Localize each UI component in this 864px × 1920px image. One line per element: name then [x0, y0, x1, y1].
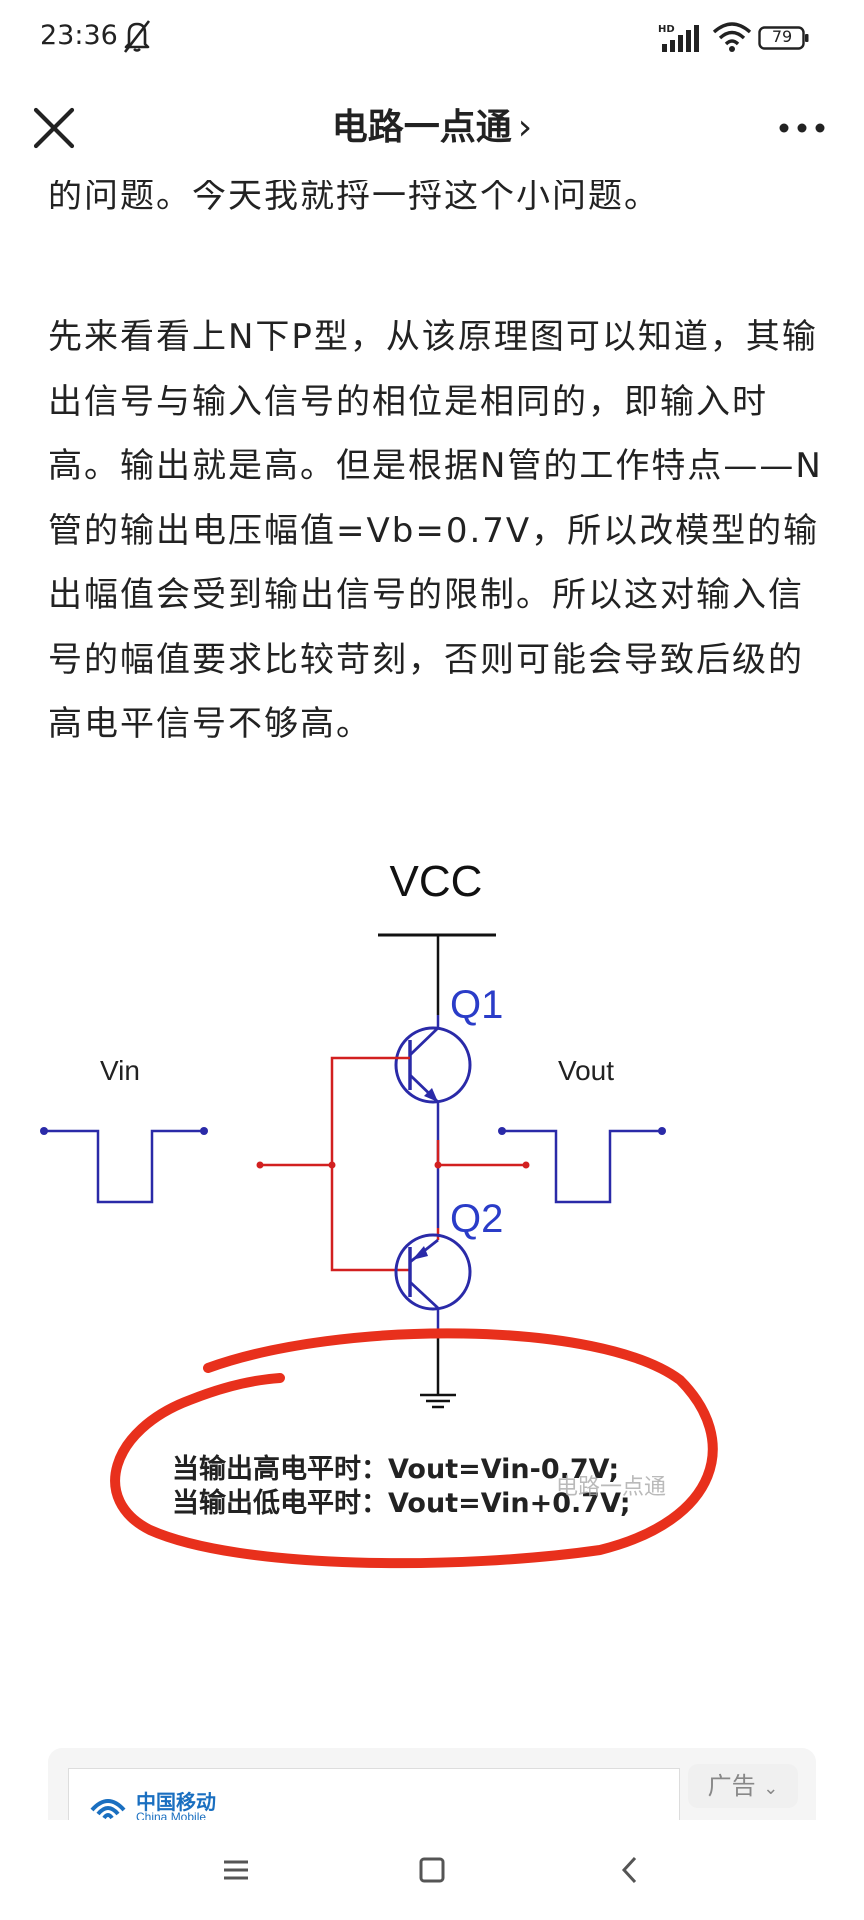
ad-frame [68, 1768, 680, 1820]
article-content: 的问题。今天我就捋一捋这个小问题。 先来看看上N下P型，从该原理图可以知道，其输… [0, 180, 864, 1820]
status-time: 23:36 [40, 20, 118, 51]
top-nav-bar: 电路一点通› [0, 80, 864, 180]
vin-label: Vin [100, 1055, 140, 1086]
ground-symbol [420, 1393, 456, 1409]
annotation-circle [110, 1328, 718, 1569]
status-bar: 23:36 HD 79 [0, 0, 864, 80]
china-mobile-logo-icon [90, 1799, 126, 1820]
transistor-q1 [394, 1026, 472, 1104]
menu-button[interactable] [214, 1848, 258, 1892]
account-name: 电路一点通 [331, 107, 512, 148]
close-icon [33, 107, 75, 149]
account-title[interactable]: 电路一点通› [0, 102, 864, 154]
wifi-icon [712, 22, 752, 52]
home-button[interactable] [410, 1848, 454, 1892]
ad-brand-en: China Mobile [136, 1810, 207, 1820]
vout-waveform [502, 1129, 662, 1204]
ad-card[interactable]: 中国移动 China Mobile 广告 ⌄ [48, 1748, 816, 1820]
ad-brand: 中国移动 [136, 1790, 216, 1814]
home-icon [419, 1857, 445, 1883]
q1-label: Q1 [450, 983, 503, 1027]
vin-waveform [44, 1129, 204, 1204]
more-button[interactable] [772, 102, 832, 154]
close-button[interactable] [28, 102, 80, 154]
back-button[interactable] [608, 1848, 652, 1892]
hd-signal-icon: HD [658, 24, 699, 52]
ad-tag-button[interactable]: 广告 ⌄ [688, 1764, 798, 1808]
svg-text:HD: HD [658, 24, 675, 35]
battery-icon [758, 26, 809, 50]
watermark: 电路一点通 [556, 1475, 666, 1500]
more-icon [779, 123, 825, 133]
back-icon [621, 1856, 637, 1884]
circuit-diagram: VCC Q1 Q2 [40, 860, 718, 1569]
article-paragraph: 先来看看上N下P型，从该原理图可以知道，其输出信号与输入信号的相位是相同的，即输… [48, 317, 823, 744]
q2-label: Q2 [450, 1197, 503, 1241]
vout-label: Vout [558, 1055, 614, 1086]
vcc-label: VCC [390, 860, 483, 906]
battery-level: 79 [771, 27, 793, 46]
chevron-right-icon: › [517, 107, 533, 148]
caption-low: 当输出低电平时：Vout=Vin+0.7V; [172, 1487, 631, 1519]
ad-tag-label: 广告 [707, 1772, 756, 1800]
menu-icon [224, 1860, 248, 1880]
caption-high: 当输出高电平时：Vout=Vin-0.7V; [172, 1453, 619, 1485]
transistor-q2 [394, 1233, 472, 1311]
system-nav-bar [0, 1820, 864, 1920]
article-paragraph: 的问题。今天我就捋一捋这个小问题。 [48, 180, 660, 216]
bell-off-icon [123, 20, 151, 53]
chevron-down-icon: ⌄ [763, 1778, 779, 1799]
